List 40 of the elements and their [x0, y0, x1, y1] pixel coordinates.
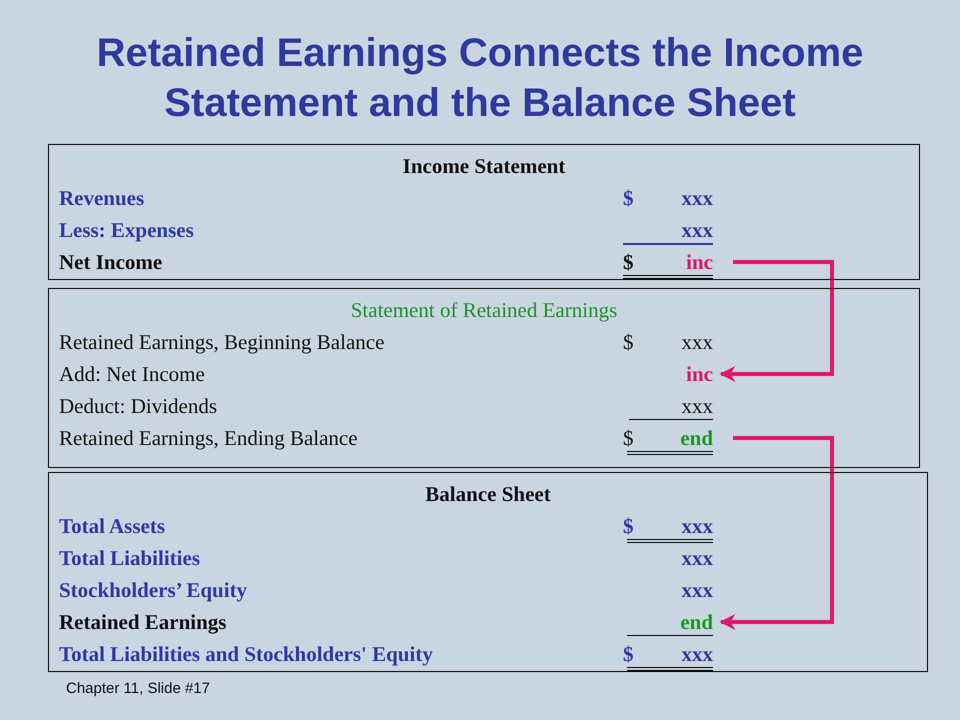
- line-item-label: Stockholders’ Equity: [59, 577, 248, 604]
- line-item-label: Net Income: [59, 249, 162, 276]
- section-heading: Income Statement: [402, 153, 566, 180]
- amount: xxx: [680, 577, 713, 604]
- amount: xxx: [680, 329, 713, 356]
- line-item-label: Total Liabilities: [59, 545, 200, 572]
- line-item-label: Revenues: [59, 185, 144, 212]
- dollar-sign: $: [623, 513, 634, 540]
- dollar-sign: $: [623, 185, 634, 212]
- statement-panel: [48, 144, 920, 280]
- line-item-label: Less: Expenses: [59, 217, 194, 244]
- line-item-label: Total Liabilities and Stockholders' Equity: [59, 641, 433, 668]
- amount: xxx: [680, 185, 713, 212]
- connector-arrow: [719, 436, 834, 630]
- statement-panel: [48, 288, 920, 468]
- amount: xxx: [680, 641, 713, 668]
- line-item-label: Total Assets: [59, 513, 165, 540]
- amount: xxx: [680, 513, 713, 540]
- statement-panel: [48, 472, 928, 672]
- dollar-sign: $: [623, 425, 634, 452]
- amount: xxx: [680, 217, 713, 244]
- section-heading: Balance Sheet: [424, 481, 552, 508]
- amount: inc: [653, 248, 713, 276]
- amount: xxx: [680, 393, 713, 420]
- line-item-label: Retained Earnings: [59, 609, 226, 636]
- amount: end: [653, 424, 713, 452]
- amount: end: [653, 608, 713, 636]
- slide-number-note: Chapter 11, Slide #17: [66, 680, 210, 697]
- dollar-sign: $: [623, 329, 634, 356]
- connector-arrow: [719, 260, 834, 382]
- section-heading: Statement of Retained Earnings: [350, 297, 618, 324]
- dollar-sign: $: [623, 641, 634, 668]
- line-item-label: Retained Earnings, Ending Balance: [59, 425, 358, 452]
- line-item-label: Deduct: Dividends: [59, 393, 218, 420]
- slide-title: Retained Earnings Connects the Income Statement and the Balance Sheet: [96, 30, 864, 127]
- amount: inc: [653, 360, 713, 388]
- amount: xxx: [680, 545, 713, 572]
- dollar-sign: $: [623, 249, 634, 276]
- line-item-label: Retained Earnings, Beginning Balance: [59, 329, 384, 356]
- line-item-label: Add: Net Income: [59, 361, 205, 388]
